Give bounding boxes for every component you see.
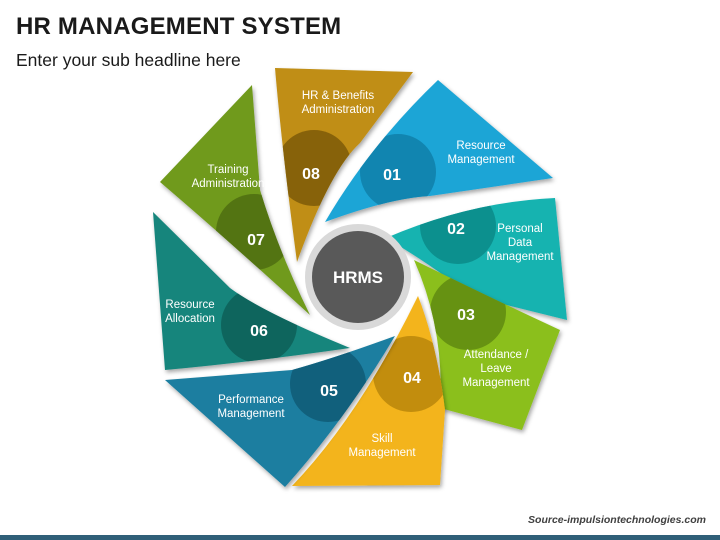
segment-number: 05 xyxy=(320,383,338,400)
segment-number: 08 xyxy=(302,166,320,183)
segment-shape xyxy=(153,212,350,370)
page-subtitle: Enter your sub headline here xyxy=(16,50,241,70)
segment-number-disc xyxy=(360,134,436,210)
segment-shape xyxy=(275,68,413,262)
segment-number: 03 xyxy=(457,307,475,324)
segment-number: 06 xyxy=(250,323,268,340)
segment-number-disc xyxy=(373,336,445,412)
segment-number: 02 xyxy=(447,221,465,238)
hub-label: HRMS xyxy=(333,268,383,287)
segment-number: 04 xyxy=(403,370,421,387)
segment-number: 01 xyxy=(383,167,401,184)
hub: HRMS xyxy=(305,224,411,330)
source-credit: Source-impulsiontechnologies.com xyxy=(528,514,706,526)
hub-circle xyxy=(312,231,404,323)
page-title: HR MANAGEMENT SYSTEM xyxy=(16,13,342,40)
bottom-accent-bar xyxy=(0,535,720,540)
segment-number: 07 xyxy=(247,232,265,249)
